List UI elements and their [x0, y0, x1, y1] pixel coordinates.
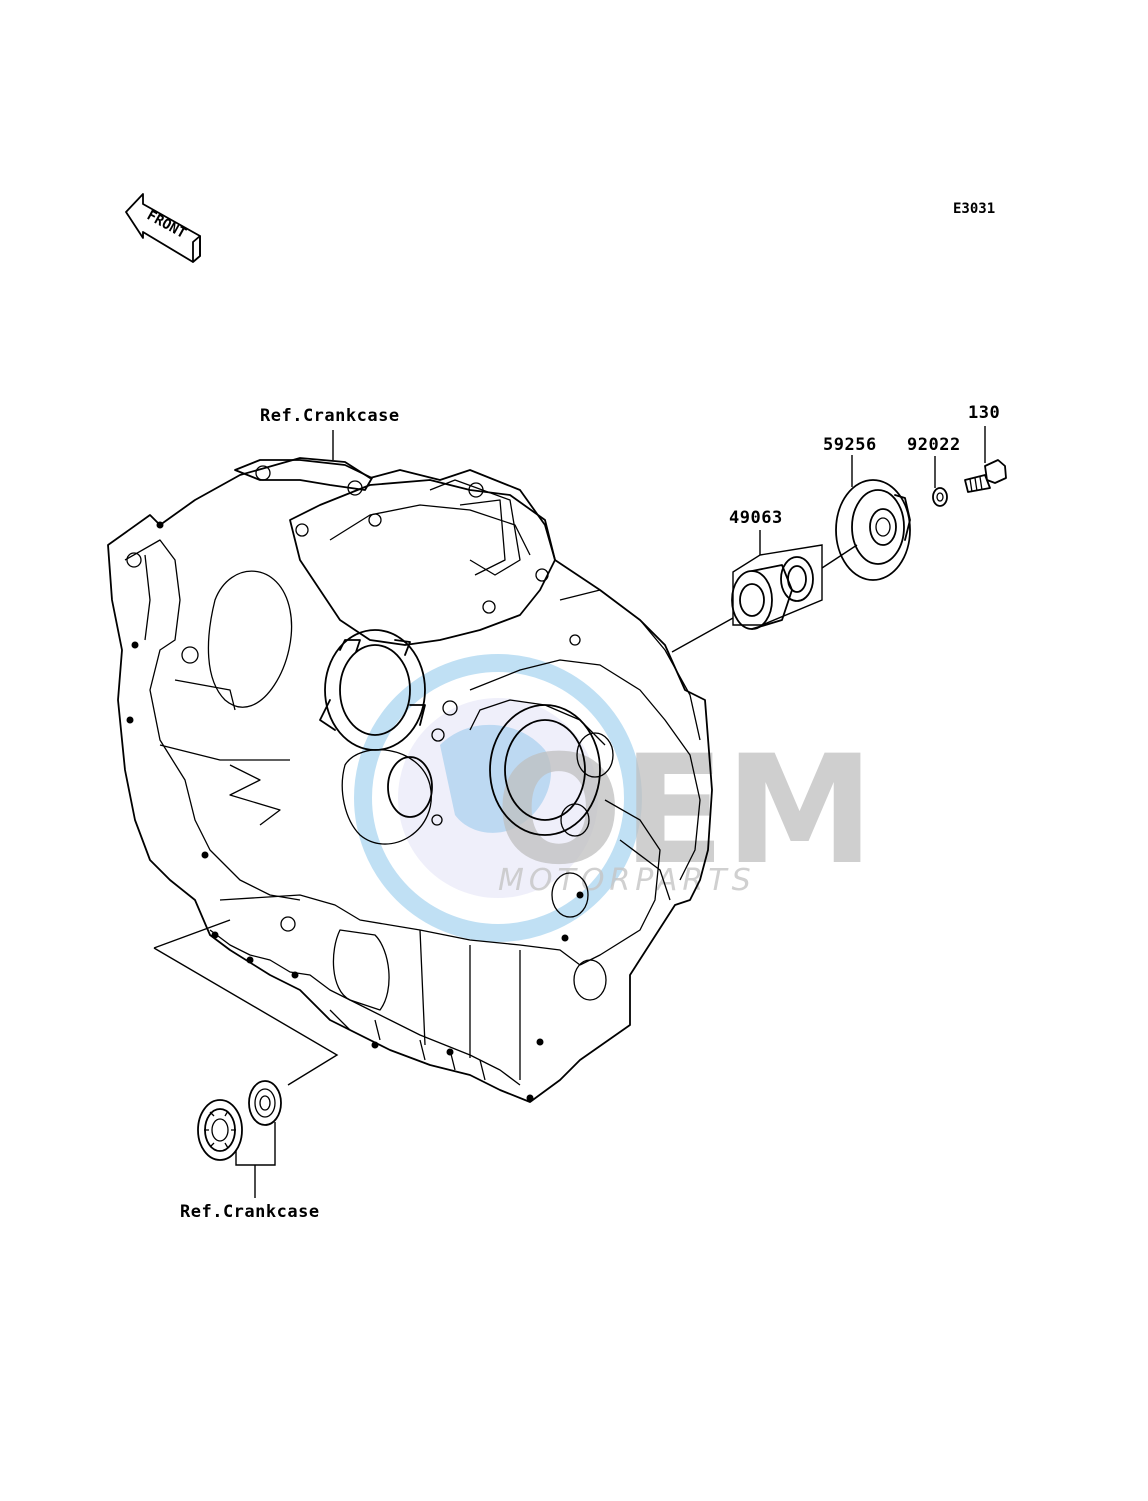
washer-92022: [932, 487, 948, 507]
part-59256-label: 59256: [823, 435, 877, 455]
watermark-logo: OEM MOTORPARTS: [354, 654, 874, 942]
part-49063-label: 49063: [729, 508, 783, 528]
ref-crankcase-top-label: Ref.Crankcase: [260, 406, 400, 426]
oil-seal-49063: [731, 556, 814, 630]
crankcase-drawing: [107, 457, 713, 1103]
diagram-code: E3031: [953, 201, 995, 217]
watermark-sub: MOTORPARTS: [498, 863, 756, 898]
ref-crankcase-bottom-label: Ref.Crankcase: [180, 1202, 320, 1222]
front-arrow-icon: FRONT: [125, 193, 201, 263]
part-92022-label: 92022: [907, 435, 961, 455]
cover-59256: [835, 479, 911, 581]
part-130-label: 130: [968, 403, 1000, 423]
watermark-brand: OEM: [495, 724, 874, 898]
bolt-130: [964, 459, 1007, 493]
leader-lines: [153, 426, 986, 1198]
bearing-assembly-bottom: [197, 1080, 282, 1161]
